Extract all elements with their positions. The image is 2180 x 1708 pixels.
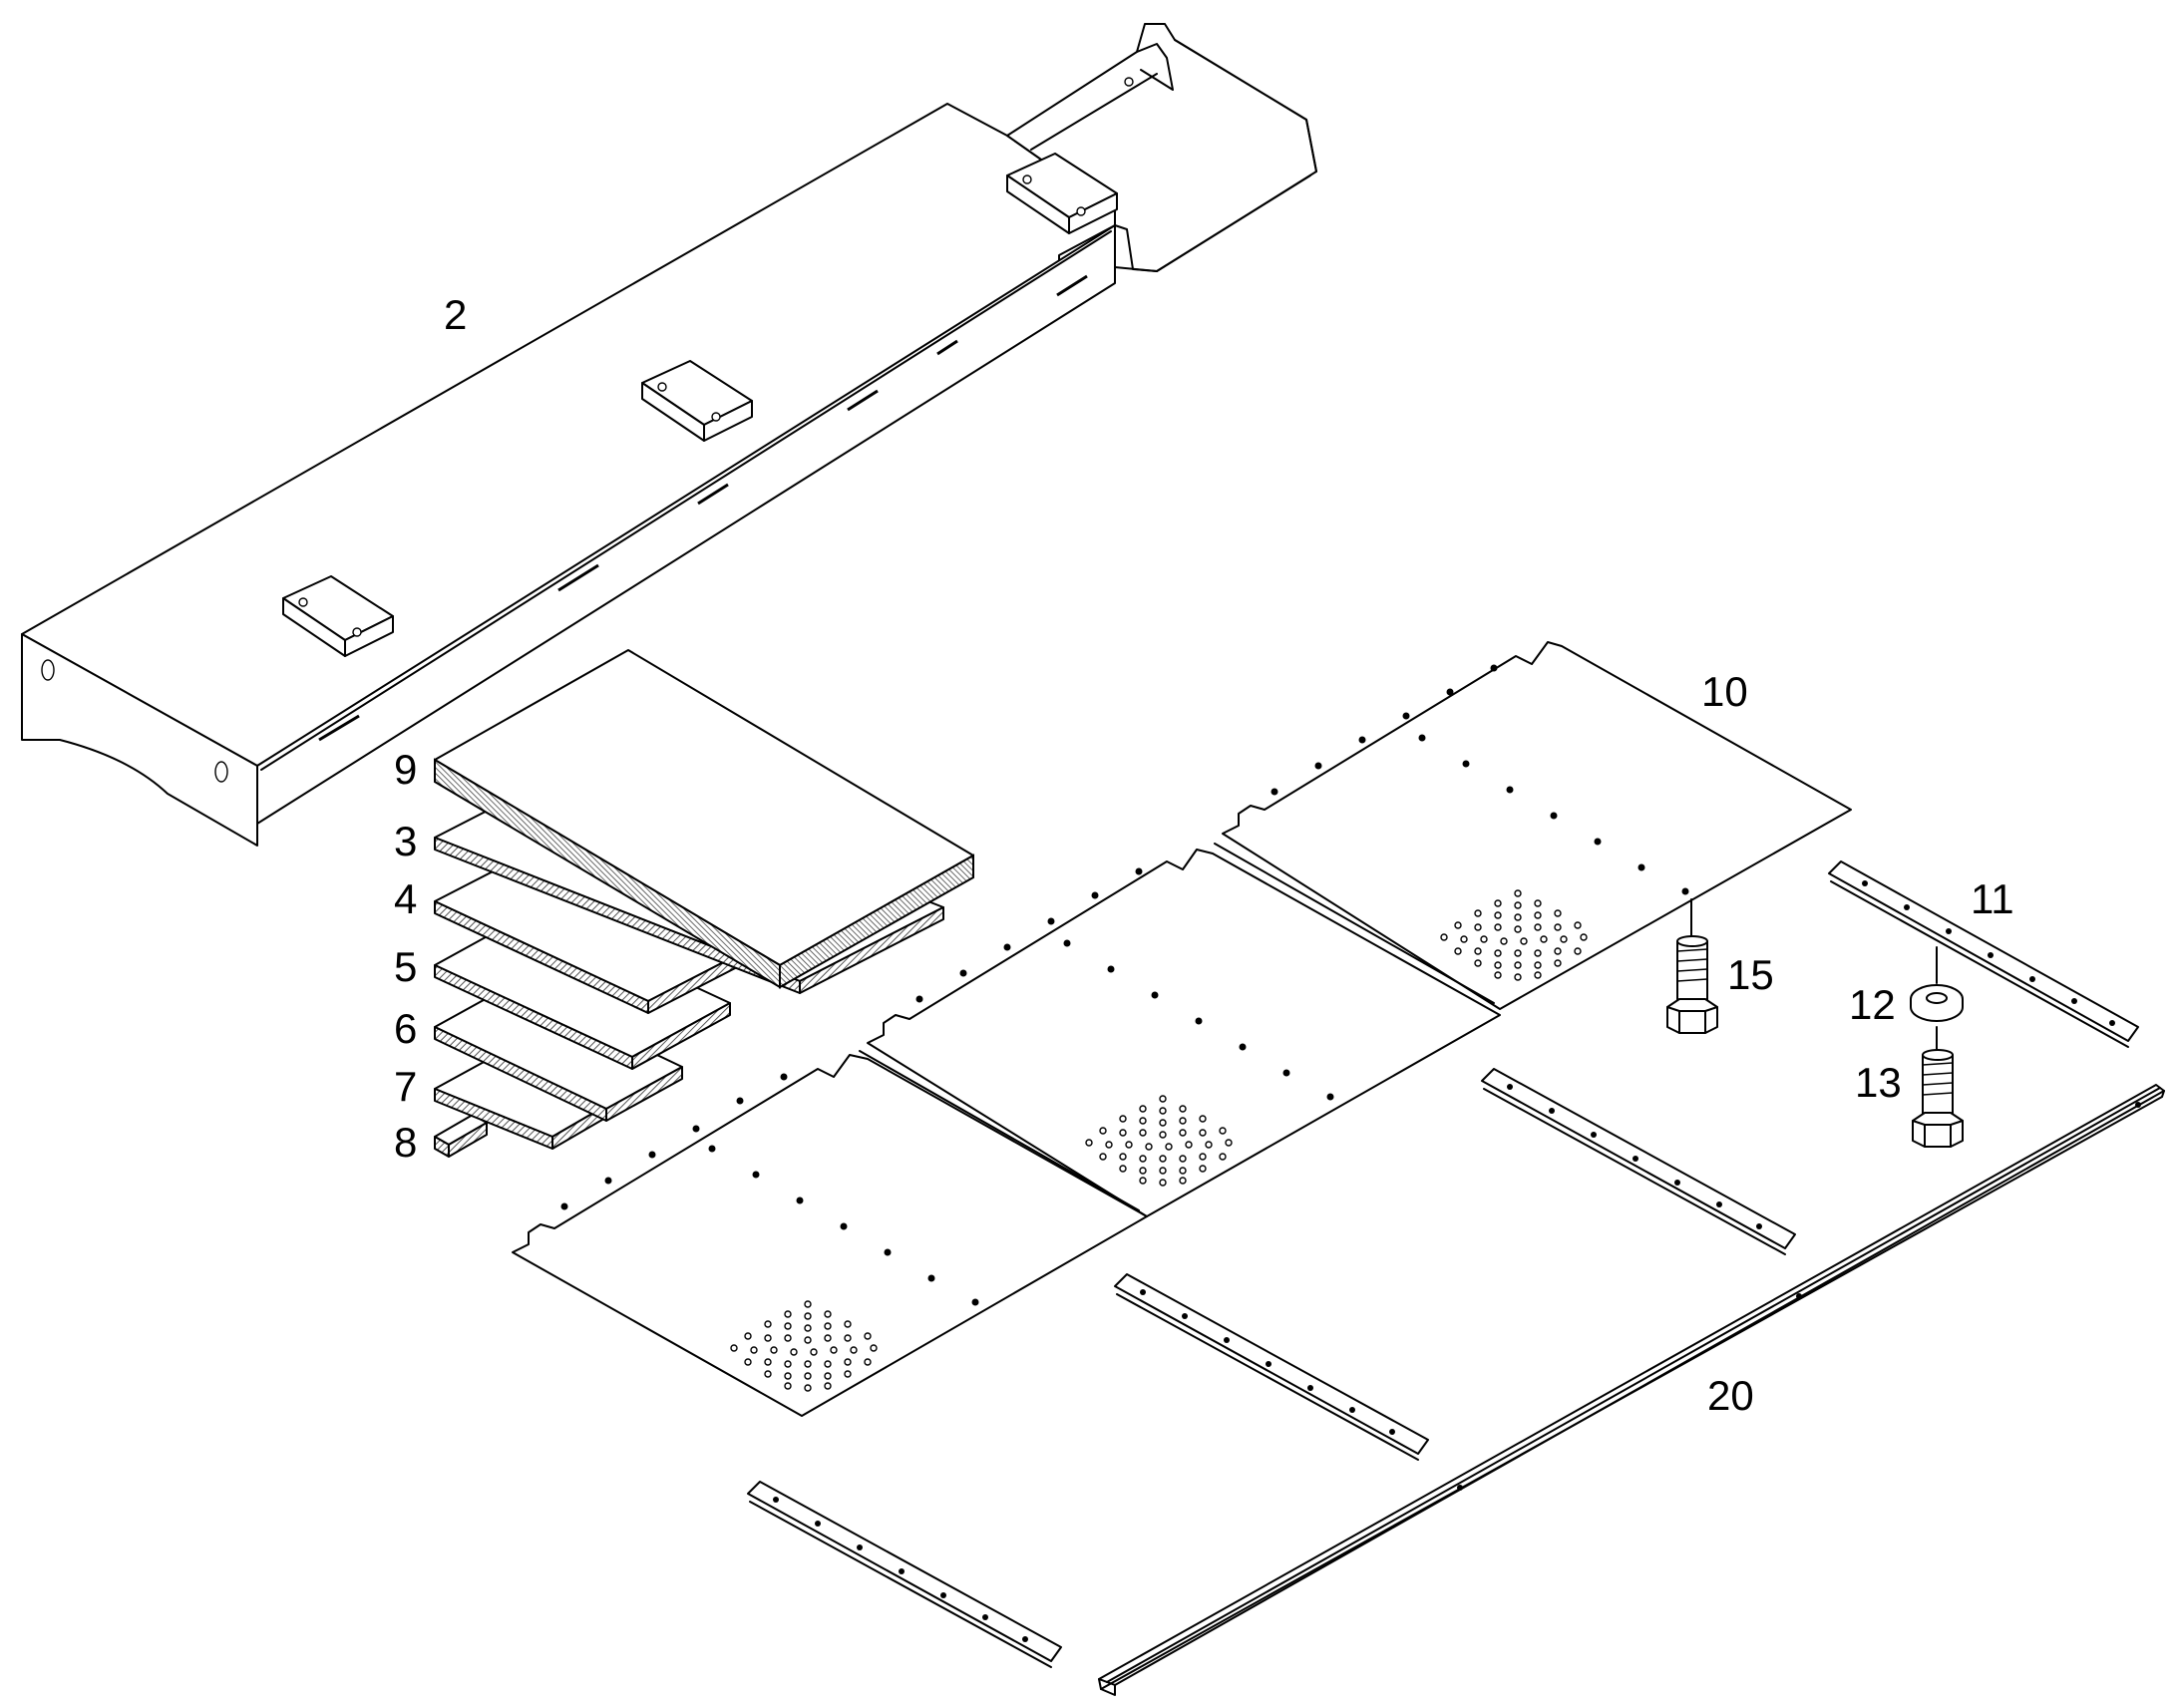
callout-20: 20 — [1707, 1372, 1754, 1419]
callout-12: 12 — [1849, 981, 1896, 1028]
part-15-bolt — [1666, 898, 1718, 1034]
callout-15: 15 — [1727, 951, 1774, 998]
part-8-strip — [434, 1114, 488, 1158]
part-2-pad-2 — [641, 360, 753, 442]
callout-11: 11 — [1971, 875, 2014, 922]
callout-6: 6 — [394, 1005, 417, 1052]
perforation-pattern-c — [1440, 889, 1588, 981]
part-20-rail — [1098, 1084, 2165, 1696]
callout-13: 13 — [1855, 1059, 1902, 1106]
part-2-pad-1 — [1006, 153, 1118, 234]
part-11-strip-bottom — [747, 1481, 1062, 1668]
callout-3: 3 — [394, 818, 417, 864]
part-13-bolt — [1912, 1026, 1964, 1148]
part-2-housing — [21, 23, 1317, 847]
callout-8: 8 — [394, 1119, 417, 1166]
part-6-plate — [434, 984, 683, 1122]
callout-2: 2 — [444, 291, 467, 338]
callout-9: 9 — [394, 746, 417, 793]
callout-10: 10 — [1701, 668, 1748, 715]
part-11-strip-right — [1828, 860, 2139, 1048]
part-11-strip-lower — [1114, 1273, 1429, 1461]
part-2-pad-3 — [282, 575, 394, 657]
perforation-pattern-b — [1085, 1095, 1233, 1187]
callout-7: 7 — [394, 1063, 417, 1110]
part-12-washer — [1910, 946, 1964, 1022]
part-10-panel-middle — [859, 849, 1501, 1217]
part-11-strip-middle — [1481, 1068, 1796, 1255]
perforation-pattern-a — [730, 1300, 878, 1392]
part-9-plate — [434, 649, 974, 989]
callout-4: 4 — [394, 875, 417, 922]
callout-5: 5 — [394, 943, 417, 990]
plate-stack — [434, 649, 974, 1158]
part-10-panel-front — [512, 1054, 1148, 1417]
part-10-panel-back — [1214, 641, 1852, 1010]
